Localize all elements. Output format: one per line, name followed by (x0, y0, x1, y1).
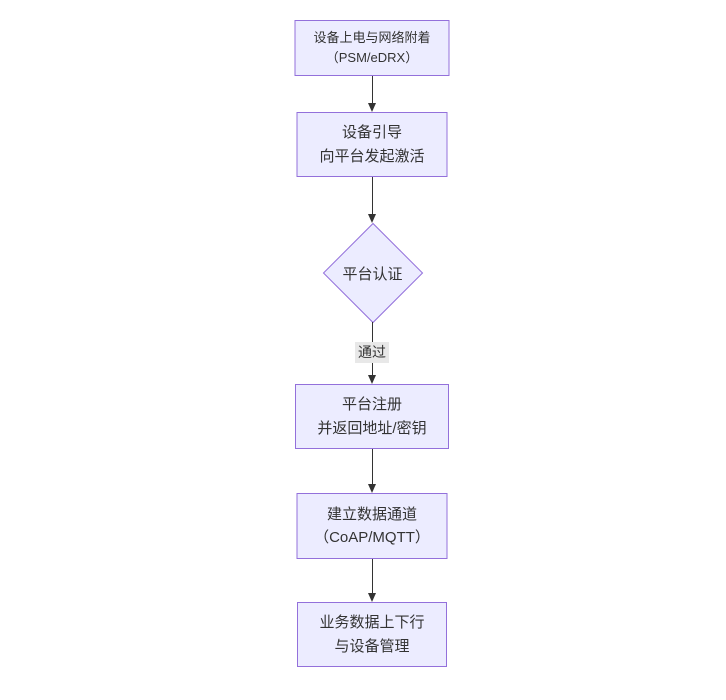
arrowhead-down-icon (368, 103, 376, 112)
arrowhead-down-icon (368, 593, 376, 602)
node-platform-register-line2: 并返回地址/密钥 (317, 419, 427, 437)
arrowhead-down-icon (368, 375, 376, 384)
arrowhead-down-icon (368, 484, 376, 493)
node-business-mgmt: 业务数据上下行 与设备管理 (297, 602, 447, 667)
node-power-attach: 设备上电与网络附着 （PSM/eDRX） (294, 20, 450, 76)
node-bootstrap: 设备引导 向平台发起激活 (296, 112, 448, 177)
edge-power-to-bootstrap (372, 76, 373, 103)
arrowhead-down-icon (368, 214, 376, 223)
node-bootstrap-line1: 设备引导 (341, 124, 402, 142)
node-platform-auth-decision: 平台认证 (322, 222, 423, 324)
node-platform-register: 平台注册 并返回地址/密钥 (295, 384, 449, 449)
edge-channel-to-business (372, 559, 373, 593)
node-data-channel: 建立数据通道 （CoAP/MQTT） (296, 493, 448, 559)
node-business-mgmt-line2: 与设备管理 (334, 637, 410, 655)
edge-label-pass: 通过 (355, 342, 389, 363)
node-platform-auth-label: 平台认证 (342, 265, 403, 283)
node-data-channel-line2: （CoAP/MQTT） (314, 529, 430, 546)
node-power-attach-line1: 设备上电与网络附着 (313, 29, 431, 45)
node-business-mgmt-line1: 业务数据上下行 (319, 614, 425, 632)
edge-register-to-channel (372, 449, 373, 484)
node-bootstrap-line2: 向平台发起激活 (319, 147, 425, 165)
node-platform-register-line1: 平台注册 (341, 396, 402, 414)
edge-bootstrap-to-auth (372, 177, 373, 214)
node-power-attach-line2: （PSM/eDRX） (325, 50, 419, 65)
node-data-channel-line1: 建立数据通道 (326, 505, 417, 523)
